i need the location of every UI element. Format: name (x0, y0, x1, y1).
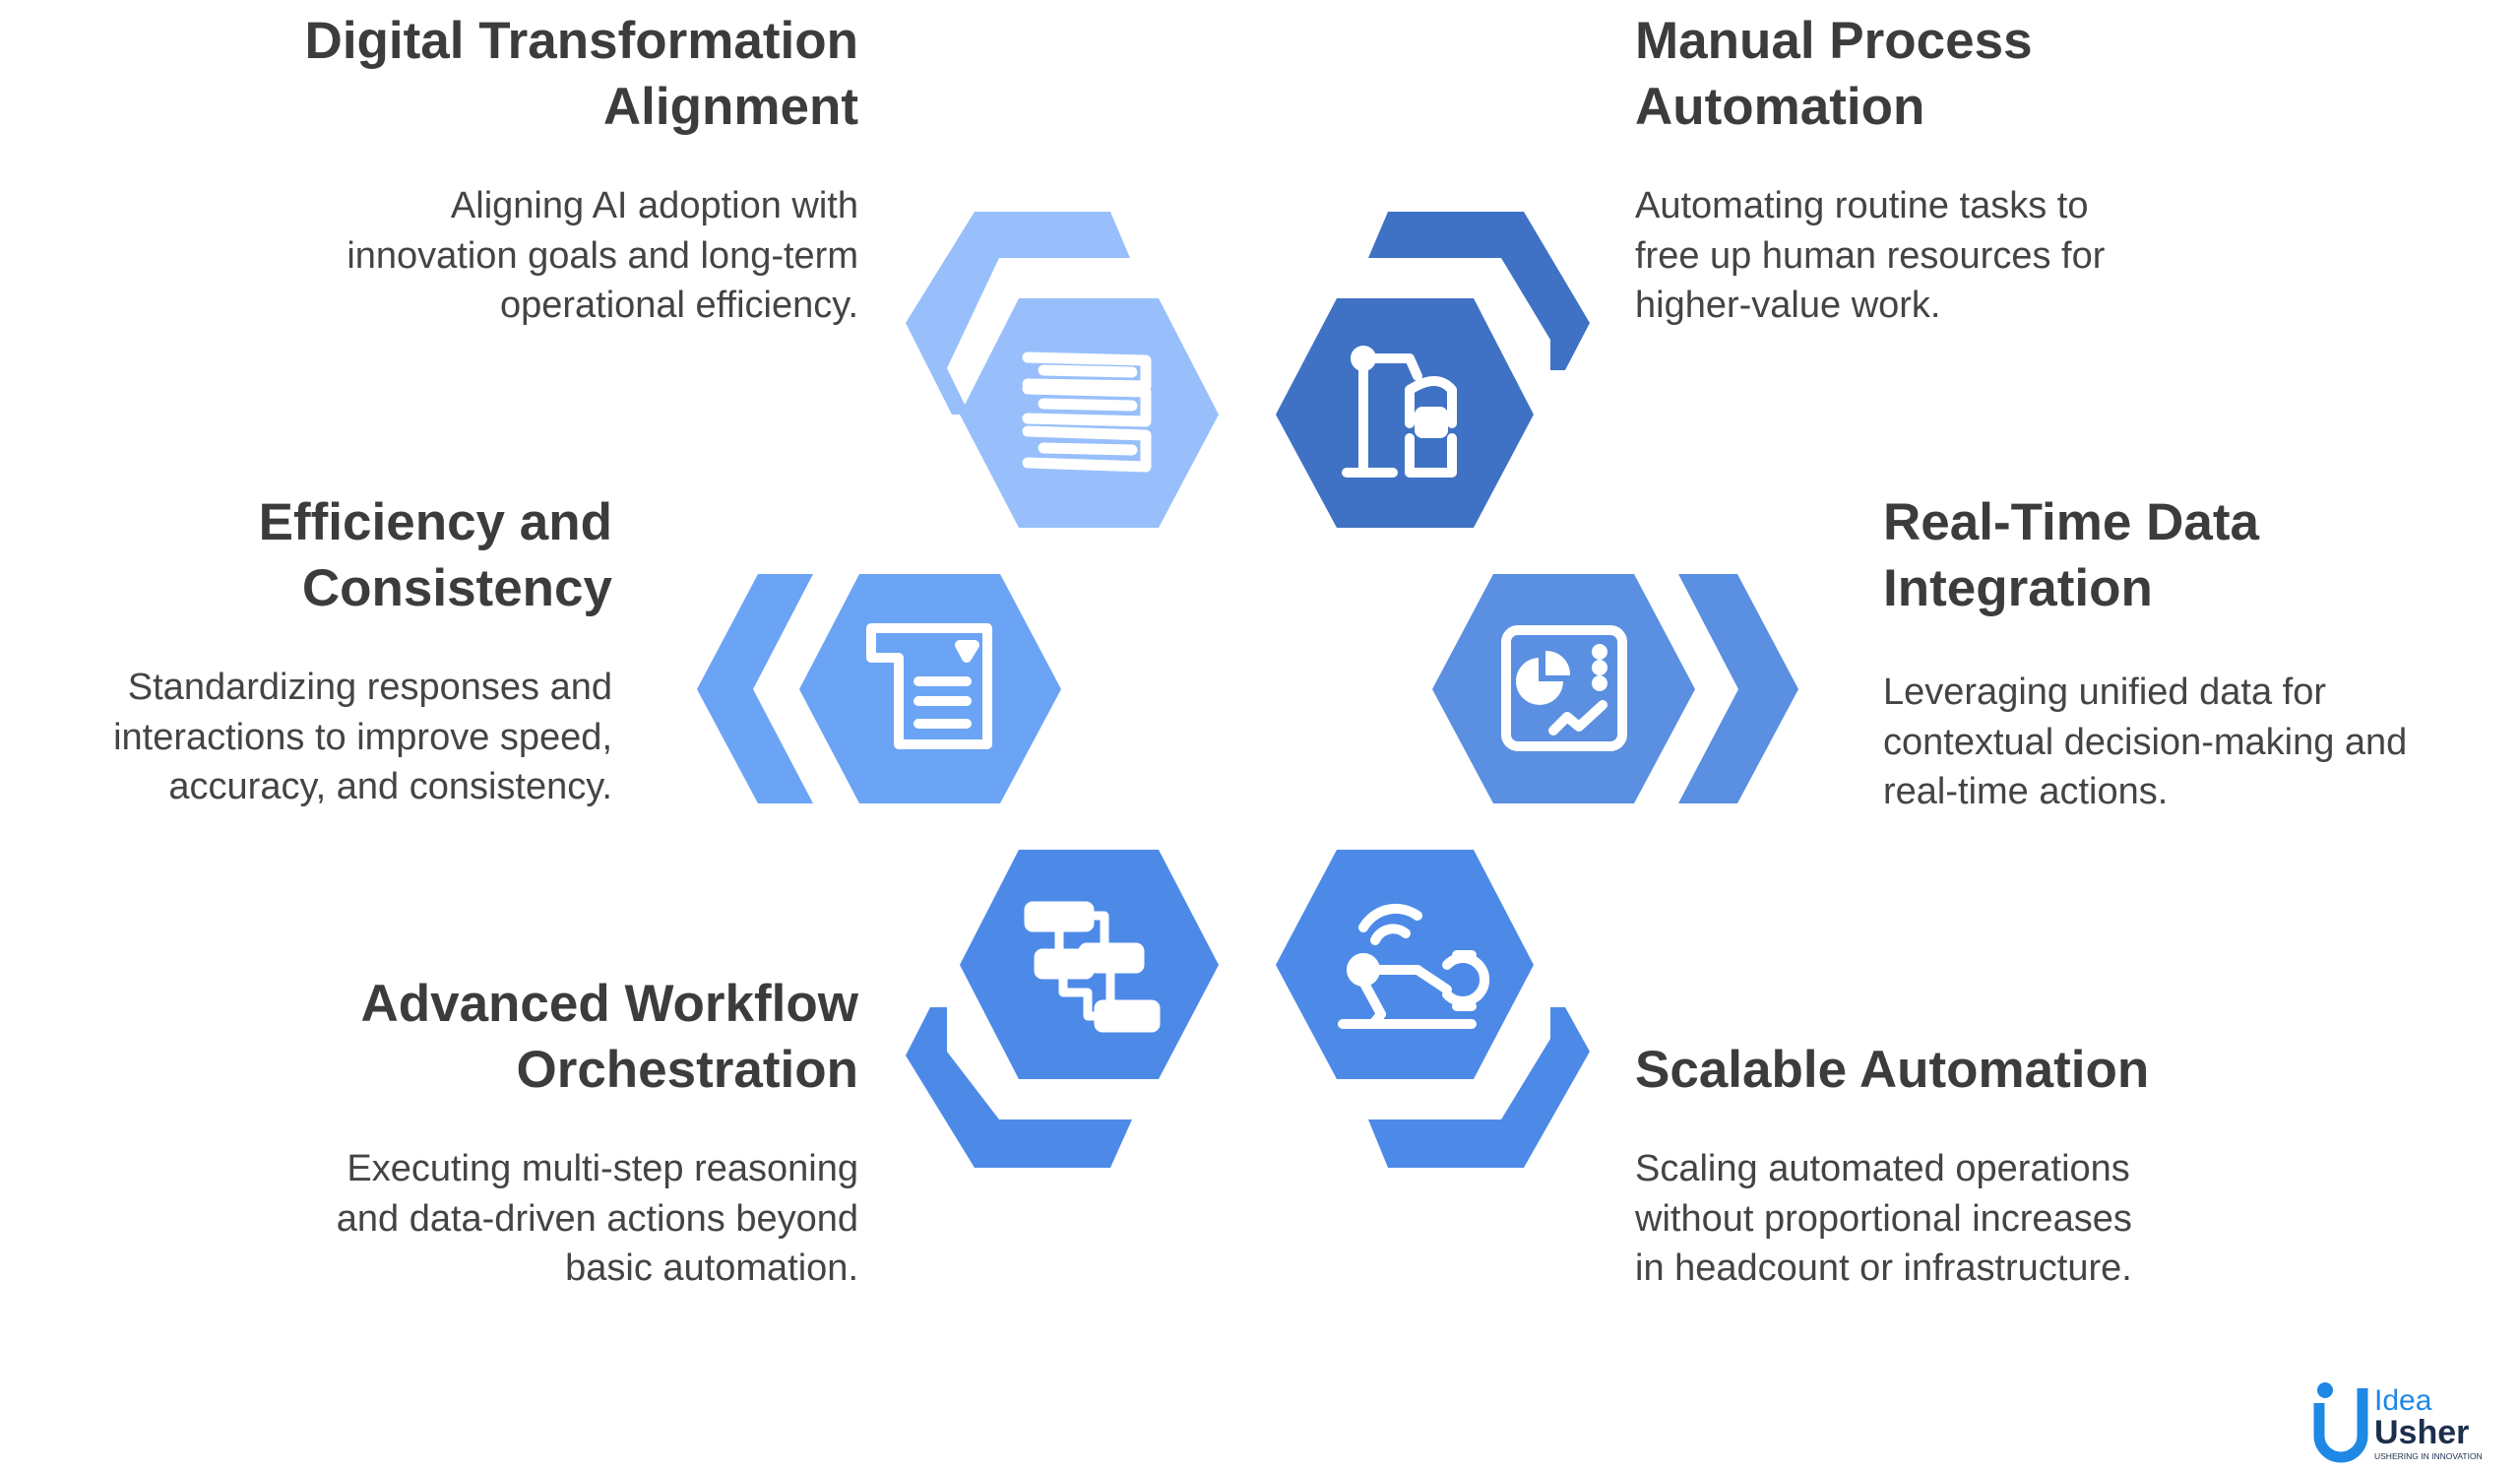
hexagon-efficiency (697, 574, 1061, 803)
dashboard-chart-icon (1501, 625, 1627, 751)
stacked-layers-icon (1022, 352, 1152, 473)
outer-arc-digital-transformation (906, 212, 1130, 415)
outer-arc-workflow (906, 1007, 1132, 1168)
hexagon-real-time (1432, 574, 1798, 803)
hexagon-manual-process (1276, 212, 1590, 528)
outer-chevron-efficiency (697, 574, 813, 803)
outer-arc-scalable (1368, 1007, 1590, 1168)
item-scalable: Scalable Automation Scaling automated op… (1635, 1037, 2226, 1294)
hexagon-tile-real-time (1432, 574, 1695, 803)
hexagon-tile-efficiency (799, 574, 1061, 803)
hexagon-tile-scalable (1276, 850, 1534, 1079)
workflow-icon (1024, 901, 1161, 1033)
hexagon-scalable (1276, 850, 1590, 1168)
outer-chevron-real-time (1678, 574, 1798, 803)
hexagon-workflow (906, 850, 1219, 1168)
logo-dot-icon (2317, 1382, 2333, 1398)
logo-u-icon (2313, 1388, 2368, 1463)
wireless-robot-arm-icon (1338, 903, 1490, 1029)
form-document-icon (866, 623, 992, 749)
hexagon-tile-digital-transformation (960, 298, 1219, 528)
outer-arc-manual-process (1368, 212, 1590, 370)
logo-tagline: USHERING IN INNOVATION (2374, 1451, 2483, 1461)
hexagon-digital-transformation (906, 212, 1219, 528)
robot-arm-icon (1342, 346, 1457, 478)
idea-usher-logo: Idea Usher USHERING IN INNOVATION (2313, 1382, 2483, 1463)
logo-bottom-text: Usher (2374, 1414, 2469, 1451)
item-title: Scalable Automation (1635, 1041, 2150, 1099)
logo-top-text: Idea (2374, 1384, 2432, 1417)
